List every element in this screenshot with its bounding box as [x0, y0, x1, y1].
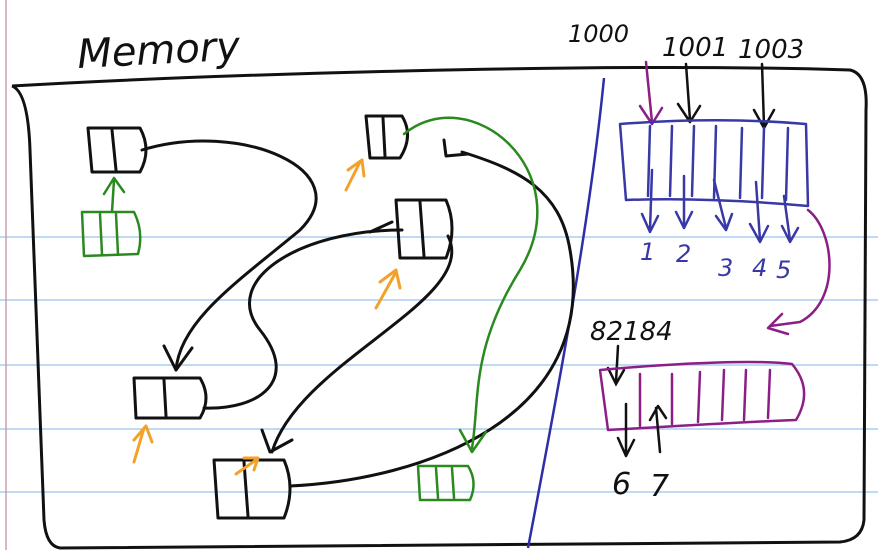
node-lower-left: [132, 376, 208, 420]
array-index-4: 4: [752, 254, 767, 282]
green-pointer-arrow-right-head: [458, 428, 488, 454]
address-1001: 1001: [662, 33, 728, 63]
node-bottom: [212, 458, 292, 520]
green-pointer-arrow-right: [402, 116, 539, 450]
link-arrow-1: [140, 139, 318, 372]
link-arrow-3-head: [260, 428, 294, 454]
page-title: Memory: [76, 23, 242, 78]
array-index-5: 5: [776, 256, 791, 284]
node-top-left: [86, 126, 148, 174]
orange-pointer-4: [234, 456, 260, 476]
array-blue: [618, 118, 810, 244]
array-index-3: 3: [718, 254, 733, 282]
link-arrow-2-head: [368, 220, 394, 234]
region-divider: [526, 77, 606, 549]
second-array-index-7: 7: [650, 469, 669, 504]
link-arrow-4-head: [442, 138, 470, 158]
second-array-index-6: 6: [612, 467, 631, 502]
address-1000: 1000: [568, 20, 629, 48]
green-pointer-box-right: [416, 464, 475, 502]
orange-pointer-2: [374, 268, 402, 310]
green-pointer-box-left: [80, 210, 142, 258]
array-purple: [598, 360, 806, 432]
address-1003: 1003: [738, 35, 804, 65]
realloc-arrow: [766, 208, 831, 336]
address-arrow-1000: [638, 60, 664, 126]
orange-pointer-3: [132, 424, 154, 464]
second-array-address: 82184: [590, 317, 673, 347]
ruled-lines: [0, 236, 878, 493]
link-arrow-1-head: [162, 344, 194, 372]
second-address-arrow: [606, 344, 626, 387]
array-index-1: 1: [640, 238, 655, 266]
array-index-2: 2: [676, 240, 691, 268]
green-pointer-arrow-left: [102, 176, 126, 214]
link-arrow-3: [270, 234, 453, 454]
link-arrow-2: [202, 228, 404, 410]
node-middle: [394, 198, 454, 260]
memory-box: [11, 66, 868, 550]
orange-pointer-1: [344, 158, 366, 192]
node-top-center: [364, 114, 409, 160]
address-arrow-1003: [752, 62, 776, 130]
address-arrow-1001: [676, 62, 702, 124]
link-arrow-4: [288, 150, 575, 488]
